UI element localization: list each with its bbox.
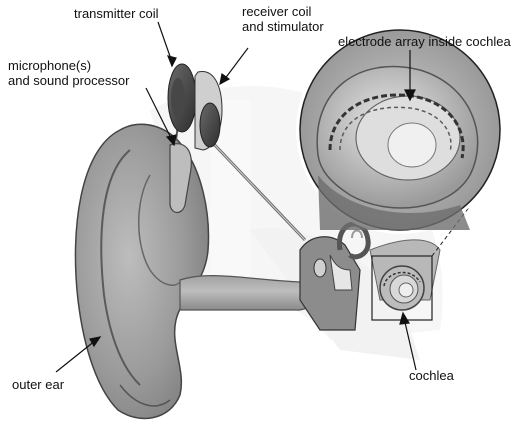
label-microphone-line2: and sound processor	[8, 73, 129, 88]
label-receiver-line2: and stimulator	[242, 19, 324, 34]
cochlea-apex	[388, 123, 436, 167]
label-receiver-line1: receiver coil	[242, 4, 324, 19]
label-microphone-line1: microphone(s)	[8, 58, 129, 73]
label-microphone: microphone(s) and sound processor	[8, 58, 129, 88]
label-transmitter-text: transmitter coil	[74, 6, 159, 21]
label-electrode-text: electrode array inside cochlea	[338, 34, 511, 49]
label-electrode-array: electrode array inside cochlea	[338, 34, 511, 49]
cochlea-in-situ	[380, 266, 424, 310]
label-cochlea-text: cochlea	[409, 368, 454, 383]
label-outer-ear-text: outer ear	[12, 377, 64, 392]
label-receiver-coil: receiver coil and stimulator	[242, 4, 324, 34]
transmitter-coil	[168, 64, 196, 132]
label-transmitter-coil: transmitter coil	[74, 6, 159, 21]
label-outer-ear: outer ear	[12, 377, 64, 392]
zoom-view	[296, 26, 504, 234]
receiver-stimulator	[195, 71, 222, 150]
label-cochlea: cochlea	[409, 368, 454, 383]
